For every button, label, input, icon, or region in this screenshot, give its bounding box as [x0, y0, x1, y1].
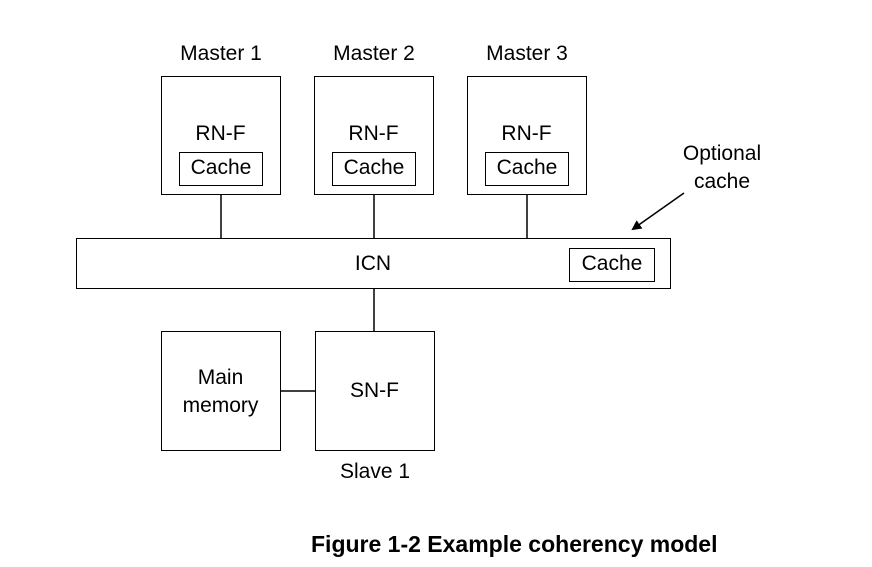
master-1-title: Master 1: [180, 42, 262, 65]
master-1-cache: Cache: [179, 152, 263, 186]
slave-1-box: SN-F: [315, 331, 435, 451]
master-2-cache: Cache: [332, 152, 416, 186]
master-2-title: Master 2: [333, 42, 415, 65]
master-3-box: RN-F Cache: [467, 76, 587, 195]
main-memory-label-line2: memory: [182, 394, 259, 417]
optional-cache-annotation-line2: cache: [693, 170, 751, 193]
master-1-box: RN-F Cache: [161, 76, 281, 195]
main-memory-label-line1: Main: [197, 366, 244, 389]
master-3-title: Master 3: [486, 42, 568, 65]
optional-cache-arrow: [631, 192, 685, 231]
master-2-node-label: RN-F: [348, 122, 399, 145]
figure-caption: Figure 1-2 Example coherency model: [311, 531, 718, 557]
optional-cache-annotation-line1: Optional: [682, 142, 762, 165]
master-2-box: RN-F Cache: [314, 76, 434, 195]
master-1-node-label: RN-F: [195, 122, 246, 145]
icn-interconnect: ICN Cache: [76, 238, 671, 289]
icn-cache: Cache: [569, 248, 655, 282]
master-3-node-label: RN-F: [501, 122, 552, 145]
master-3-cache: Cache: [485, 152, 569, 186]
slave-1-title: Slave 1: [339, 460, 411, 483]
slave-node-label: SN-F: [350, 379, 399, 402]
main-memory-box: Main memory: [161, 331, 281, 451]
icn-label: ICN: [354, 252, 392, 275]
